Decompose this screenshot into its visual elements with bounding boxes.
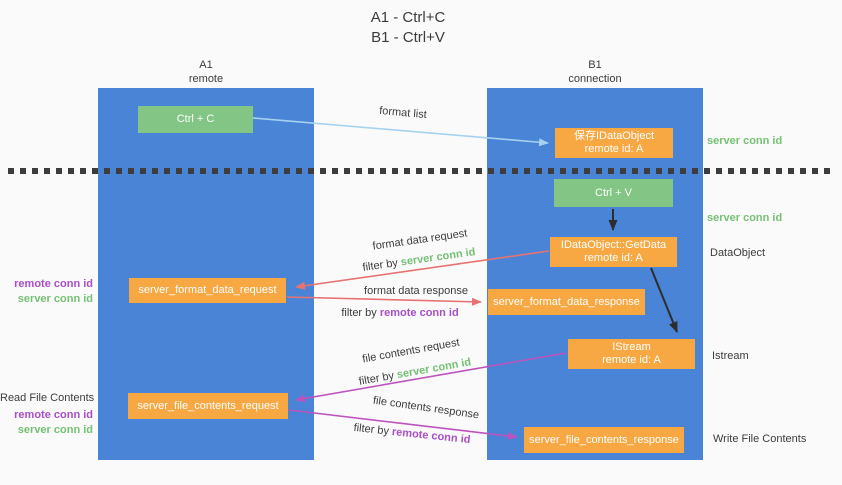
node-ctrl-c: Ctrl + C bbox=[138, 106, 253, 133]
filter-prefix: filter by bbox=[361, 257, 399, 274]
dotted-divider bbox=[8, 168, 836, 174]
lane-header-a1: A1 remote bbox=[98, 58, 314, 86]
lane-b1-name: B1 bbox=[588, 59, 602, 71]
node-server-format-data-request-label: server_format_data_request bbox=[138, 284, 277, 296]
node-getdata-line2: remote id: A bbox=[584, 252, 643, 264]
side-label-server-conn-id-left-1: server conn id bbox=[17, 293, 93, 305]
side-label-remote-conn-id-left-2: remote conn id bbox=[14, 409, 93, 421]
node-ctrl-c-label: Ctrl + C bbox=[176, 113, 215, 125]
edge-label-format-data-response-filter: filter by remote conn id bbox=[341, 307, 458, 319]
title-line-1: A1 - Ctrl+C bbox=[370, 9, 446, 26]
side-label-server-conn-id-left-2: server conn id bbox=[17, 424, 93, 436]
node-server-file-contents-response: server_file_contents_response bbox=[524, 427, 684, 453]
node-save-idataobject-line2: remote id: A bbox=[584, 143, 644, 155]
filter-prefix: filter by bbox=[353, 421, 390, 438]
lane-b1-role: connection bbox=[568, 73, 622, 85]
node-save-idataobject: 保存IDataObject remote id: A bbox=[555, 128, 673, 158]
filter-key-server-conn-id: server conn id bbox=[395, 356, 473, 382]
node-istream-line1: IStream bbox=[612, 341, 651, 353]
edge-label-file-contents-response: file contents response bbox=[372, 394, 480, 422]
filter-key-remote-conn-id: remote conn id bbox=[391, 425, 471, 447]
edge-label-format-data-response: format data response bbox=[364, 285, 468, 297]
node-save-idataobject-line1: 保存IDataObject bbox=[573, 130, 655, 142]
node-ctrl-v-label: Ctrl + V bbox=[595, 186, 632, 199]
side-label-read-file-contents: Read File Contents bbox=[0, 392, 95, 404]
lane-a1-name: A1 bbox=[199, 59, 213, 71]
filter-key-remote-conn-id: remote conn id bbox=[379, 307, 459, 319]
node-server-format-data-response-label: server_format_data_response bbox=[493, 295, 640, 308]
side-label-server-conn-id-top: server conn id bbox=[707, 135, 783, 147]
filter-key-server-conn-id: server conn id bbox=[400, 246, 477, 269]
node-idataobject-getdata: IDataObject::GetData remote id: A bbox=[550, 237, 677, 267]
side-label-istream: Istream bbox=[712, 350, 749, 362]
side-label-dataobject: DataObject bbox=[710, 247, 766, 259]
node-server-file-contents-request: server_file_contents_request bbox=[128, 393, 288, 419]
node-ctrl-v: Ctrl + V bbox=[554, 179, 673, 207]
side-label-remote-conn-id-left-1: remote conn id bbox=[14, 278, 93, 290]
node-server-file-contents-response-label: server_file_contents_response bbox=[529, 433, 679, 446]
side-label-server-conn-id-mid: server conn id bbox=[707, 212, 783, 224]
filter-prefix: filter by bbox=[341, 307, 377, 319]
lane-a1-role: remote bbox=[188, 73, 224, 85]
title-line-2: B1 - Ctrl+V bbox=[371, 29, 445, 46]
diagram-title: A1 - Ctrl+C B1 - Ctrl+V bbox=[371, 8, 446, 48]
edge-label-format-list: format list bbox=[378, 104, 428, 122]
node-server-file-contents-request-label: server_file_contents_request bbox=[137, 399, 279, 412]
node-getdata-line1: IDataObject::GetData bbox=[560, 239, 667, 251]
node-server-format-data-response: server_format_data_response bbox=[488, 289, 645, 315]
filter-prefix: filter by bbox=[357, 369, 395, 388]
side-label-write-file-contents: Write File Contents bbox=[713, 433, 807, 445]
lane-header-b1: B1 connection bbox=[487, 58, 703, 86]
node-istream-line2: remote id: A bbox=[602, 354, 661, 366]
arrow-format-data-response bbox=[286, 296, 482, 306]
node-istream: IStream remote id: A bbox=[568, 339, 695, 369]
node-server-format-data-request: server_format_data_request bbox=[129, 278, 286, 303]
edge-label-file-contents-response-filter: filter by remote conn id bbox=[353, 422, 471, 446]
